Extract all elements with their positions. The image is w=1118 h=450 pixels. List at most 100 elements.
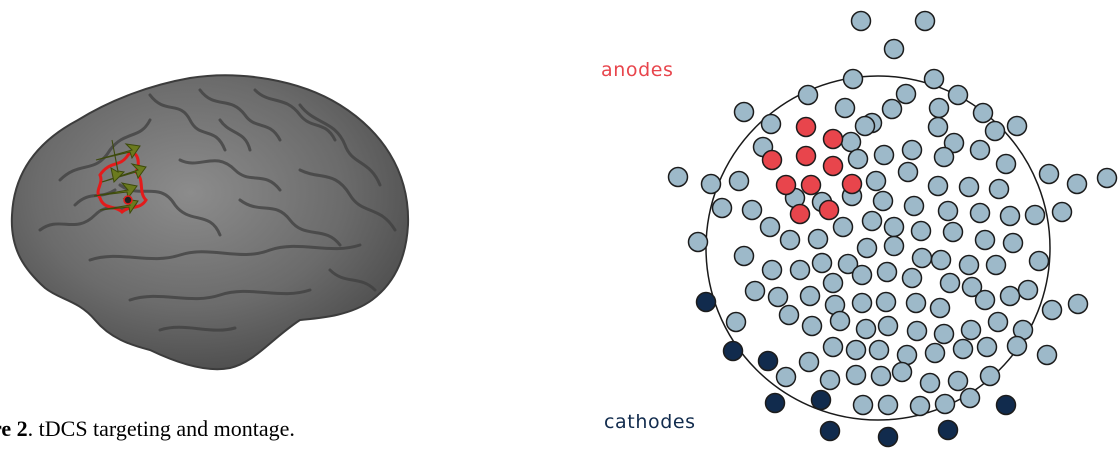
electrode — [879, 396, 898, 415]
electrode — [1043, 301, 1062, 320]
electrode — [1068, 175, 1087, 194]
electrode — [1098, 169, 1117, 188]
electrode — [852, 12, 871, 31]
electrode — [990, 180, 1009, 199]
electrode — [987, 256, 1006, 275]
electrode — [905, 197, 924, 216]
cathode-electrode — [697, 293, 716, 312]
electrode — [898, 346, 917, 365]
electrode — [856, 117, 875, 136]
electrode — [777, 368, 796, 387]
electrode — [925, 70, 944, 89]
electrode — [842, 133, 861, 152]
electrode — [936, 395, 955, 414]
electrode — [913, 249, 932, 268]
electrode — [978, 338, 997, 357]
electrode — [893, 363, 912, 382]
electrode — [931, 299, 950, 318]
cathode-electrode — [766, 394, 785, 413]
electrode — [669, 168, 688, 187]
electrode — [863, 212, 882, 231]
anode-electrode — [824, 157, 843, 176]
electrode — [935, 325, 954, 344]
electrode — [853, 266, 872, 285]
anode-electrode — [777, 176, 796, 195]
electrode — [885, 40, 904, 59]
electrode — [763, 261, 782, 280]
electrode — [813, 254, 832, 273]
electrode — [834, 218, 853, 237]
electrode — [935, 148, 954, 167]
electrode — [831, 312, 850, 331]
electrode — [961, 389, 980, 408]
electrode — [875, 146, 894, 165]
electrode — [926, 344, 945, 363]
electrode — [921, 374, 940, 393]
electrode — [1069, 295, 1088, 314]
electrode — [989, 313, 1008, 332]
legend-anodes: anodes — [601, 61, 674, 80]
electrode — [849, 150, 868, 169]
electrode — [809, 230, 828, 249]
electrode — [971, 204, 990, 223]
electrode — [853, 294, 872, 313]
electrode — [727, 313, 746, 332]
electrode — [962, 321, 981, 340]
electrode — [877, 293, 896, 312]
electrode — [879, 317, 898, 336]
electrode — [746, 282, 765, 301]
electrode — [762, 115, 781, 134]
cathode-electrode — [879, 428, 898, 447]
electrode — [997, 155, 1016, 174]
electrode — [974, 104, 993, 123]
electrode — [911, 397, 930, 416]
electrode — [1030, 252, 1049, 271]
electrode — [743, 201, 762, 220]
electrode — [791, 261, 810, 280]
electrode — [800, 353, 819, 372]
electrode — [713, 199, 732, 218]
electrode — [878, 263, 897, 282]
electrode — [824, 338, 843, 357]
anode-electrode — [797, 147, 816, 166]
electrode — [981, 367, 1000, 386]
cathode-electrode — [724, 342, 743, 361]
electrode — [1008, 337, 1027, 356]
cathode-electrode — [997, 396, 1016, 415]
electrode — [939, 202, 958, 221]
electrode — [949, 86, 968, 105]
electrode — [824, 274, 843, 293]
electrode — [883, 100, 902, 119]
electrode — [912, 222, 931, 241]
cathode-electrode — [821, 422, 840, 441]
electrode — [916, 12, 935, 31]
electrode — [844, 70, 863, 89]
electrode — [949, 372, 968, 391]
electrode — [836, 99, 855, 118]
electrode — [929, 118, 948, 137]
electrode — [954, 340, 973, 359]
electrode — [781, 231, 800, 250]
electrode — [930, 99, 949, 118]
electrode — [1019, 281, 1038, 300]
electrode — [821, 371, 840, 390]
electrode — [1040, 165, 1059, 184]
electrode — [780, 306, 799, 325]
electrode — [960, 256, 979, 275]
electrode — [960, 178, 979, 197]
electrode — [874, 192, 893, 211]
electrode — [1001, 207, 1020, 226]
cathode-electrode — [759, 352, 778, 371]
electrode — [885, 237, 904, 256]
electrode — [854, 396, 873, 415]
electrode — [730, 172, 749, 191]
electrode — [799, 86, 818, 105]
electrode — [903, 141, 922, 160]
anode-electrode — [802, 176, 821, 195]
electrode — [803, 317, 822, 336]
electrode — [885, 218, 904, 237]
electrode — [897, 85, 916, 104]
electrode — [941, 274, 960, 293]
anode-electrode — [791, 205, 810, 224]
